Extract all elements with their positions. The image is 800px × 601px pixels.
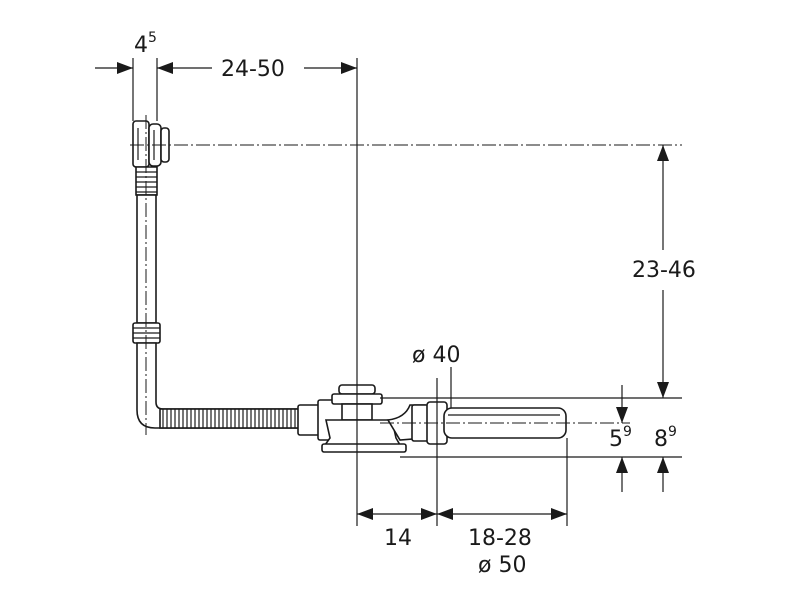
overflow-head: [132, 120, 170, 168]
extension-lines: [130, 58, 682, 526]
overflow-pipe: [132, 166, 301, 429]
dim-label-8-9: 89: [654, 424, 677, 452]
dimension-labels: 45 24-50 23-46 ø 40 59 89 14 18-28 ø 50: [134, 30, 696, 578]
dim-label-5-9: 59: [609, 424, 632, 452]
dimension-arrows: [95, 62, 669, 520]
drain-body: [297, 384, 567, 453]
dim-label-24-50: 24-50: [221, 57, 285, 82]
dim-label-4-5: 45: [134, 30, 157, 58]
dim-label-14: 14: [384, 526, 412, 551]
dim-label-23-46: 23-46: [632, 258, 696, 283]
dim-label-18-28: 18-28: [468, 526, 532, 551]
corrugated-hose-ribs: [162, 409, 300, 428]
dim-label-dia-50: ø 50: [478, 553, 526, 578]
dim-label-dia-40: ø 40: [412, 343, 460, 368]
